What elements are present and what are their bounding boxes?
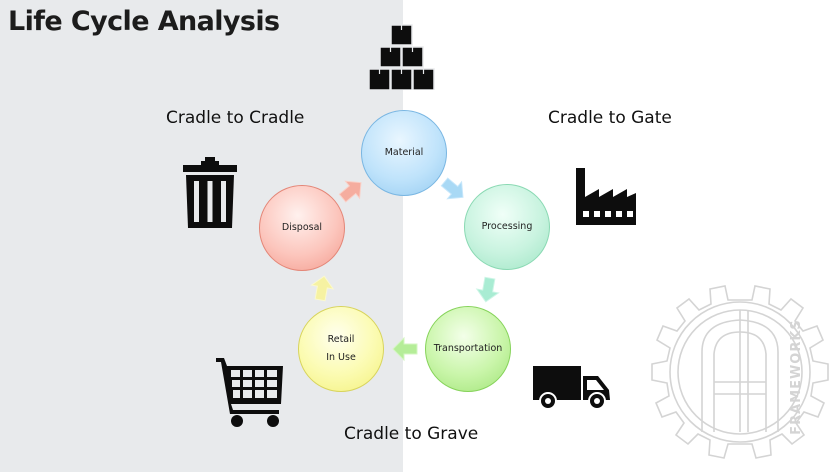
arrow-retail-to-disposal xyxy=(310,275,335,302)
node-transportation-label: Transportation xyxy=(433,342,503,354)
node-material: Material xyxy=(361,110,447,196)
trash-can-icon xyxy=(183,157,237,228)
arrow-material-to-processing xyxy=(440,177,464,200)
node-processing-label: Processing xyxy=(481,220,533,232)
gear-logo-icon: FRAMEWORKS xyxy=(651,285,829,459)
factory-icon xyxy=(576,168,636,225)
watermark-text: FRAMEWORKS xyxy=(789,319,804,435)
node-material-label: Material xyxy=(384,146,424,158)
arrow-processing-to-transportation xyxy=(475,276,500,303)
node-disposal-label: Disposal xyxy=(281,221,323,233)
shopping-cart-icon xyxy=(216,358,283,427)
node-processing: Processing xyxy=(464,184,550,270)
node-disposal: Disposal xyxy=(259,185,345,271)
stage-label-cradle-to-grave: Cradle to Grave xyxy=(344,424,479,444)
stage-label-cradle-to-gate: Cradle to Gate xyxy=(548,108,672,128)
arrow-transportation-to-retail xyxy=(392,336,418,362)
truck-icon xyxy=(533,366,610,410)
node-transportation: Transportation xyxy=(425,306,511,392)
node-retail-label: Retail In Use xyxy=(326,333,356,363)
page-title: Life Cycle Analysis xyxy=(8,6,280,37)
boxes-icon xyxy=(369,24,435,90)
arrow-disposal-to-material xyxy=(338,180,362,203)
stage-label-cradle-to-cradle: Cradle to Cradle xyxy=(166,108,305,128)
node-retail-in-use: Retail In Use xyxy=(298,306,384,392)
